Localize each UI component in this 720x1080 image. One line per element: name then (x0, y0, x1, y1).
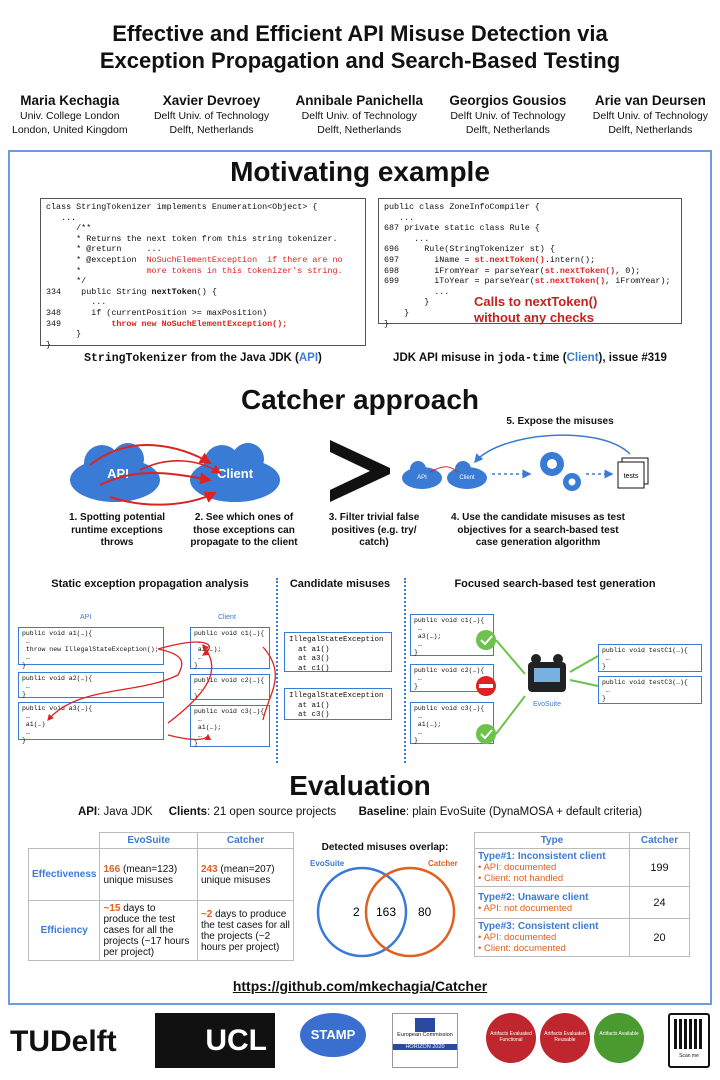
gear-icon (540, 452, 581, 491)
svg-text:EvoSuite: EvoSuite (310, 859, 345, 868)
candidate-misuse-1: IllegalStateException at a1() at a3() at… (284, 632, 392, 673)
check-icon (476, 630, 496, 650)
svg-text:Client: Client (459, 475, 475, 481)
motivating-heading: Motivating example (230, 156, 490, 187)
github-link[interactable]: https://github.com/mkechagia/Catcher (232, 978, 488, 994)
code-zone-info-compiler: public class ZoneInfoCompiler { ... 687 … (378, 198, 682, 329)
step-2-label: 2. See which ones of those exceptions ca… (190, 512, 298, 548)
code-string-tokenizer: class StringTokenizer implements Enumera… (40, 198, 366, 350)
ucl-logo: UCL (155, 1013, 275, 1068)
poster-title: Effective and Efficient API Misuse Detec… (99, 21, 621, 73)
check-icon (476, 724, 496, 744)
api-method-a2: public void a2(…){ … } (18, 672, 164, 698)
pipeline-diagram: API Client tests (402, 434, 649, 491)
venn-diagram: EvoSuite Catcher 2 163 80 (310, 859, 458, 958)
generated-test-c1: public void testC1(…){ … } (598, 644, 702, 672)
svg-text:API: API (417, 475, 427, 481)
api-cloud (70, 443, 160, 502)
qr-pattern-icon (674, 1019, 704, 1049)
qr-code[interactable]: Scan me (668, 1013, 710, 1068)
misuse-type-row: Type#1: Inconsistent client• API: docume… (474, 848, 690, 887)
propagation-arrows (47, 641, 276, 741)
sbst-flow: EvoSuite (476, 630, 599, 744)
callout-no-checks: Calls to nextToken() without any checks (474, 294, 598, 325)
badge-reusable: Artifacts Evaluated Reusable (540, 1013, 592, 1068)
code-left-caption: StringTokenizer from the Java JDK (API) (84, 352, 322, 365)
eu-logo: European Commission HORIZON 2020 (392, 1013, 458, 1068)
client-method-c2: public void c2(…){ … } (190, 674, 270, 700)
step-1-label: 1. Spotting potential runtime exceptions… (68, 512, 166, 548)
misuse-type-row: Type#3: Consistent client• API: document… (474, 918, 690, 957)
client-column-label: Client (218, 614, 236, 621)
svg-text:Client: Client (217, 466, 254, 481)
tests-icon (617, 457, 649, 489)
sbst-method-c3: public void c3(…){ … a1(…); … } (410, 702, 494, 744)
api-column-label: API (80, 614, 92, 621)
svg-text:80: 80 (418, 905, 432, 919)
evaluation-setup: API: Java JDK Clients: 21 open source pr… (77, 806, 643, 818)
sbst-method-c1: public void c1(…){ … a3(…); … } (410, 614, 494, 656)
step-3-label: 3. Filter trivial false positives (e.g. … (328, 512, 420, 548)
eu-flag-icon (415, 1018, 435, 1032)
step-4-label: 4. Use the candidate misuses as test obj… (451, 512, 625, 548)
candidate-misuses-heading: Candidate misuses (289, 578, 391, 590)
svg-text:EvoSuite: EvoSuite (533, 701, 561, 708)
svg-text:163: 163 (376, 905, 396, 919)
tudelft-logo: TUDelft (10, 1025, 117, 1058)
filter-funnel-icon (330, 440, 390, 502)
svg-text:Catcher: Catcher (428, 859, 458, 868)
divider (276, 578, 278, 763)
api-method-a3: public void a3(…){ … a1(…) … } (18, 702, 164, 744)
api-method-a1: public void a1(…){ … throw new IllegalSt… (18, 627, 164, 669)
poster-frame (8, 150, 712, 1005)
badge-available: Artifacts Available (594, 1013, 646, 1068)
step-5-label: 5. Expose the misuses (506, 416, 614, 427)
evaluation-heading: Evaluation (289, 770, 431, 801)
static-analysis-heading: Static exception propagation analysis (51, 578, 249, 590)
evosuite-logo (528, 654, 566, 692)
client-method-c3: public void c3(…){ … a1(…); … } (190, 705, 270, 747)
catcher-heading: Catcher approach (240, 384, 480, 415)
badge-functional: Artifacts Evaluated Functional (486, 1013, 538, 1068)
generated-test-c3: public void testC3(…){ … } (598, 676, 702, 704)
api-client-clouds: API Client (70, 443, 280, 506)
svg-text:2: 2 (353, 905, 360, 919)
svg-text:tests: tests (624, 473, 639, 480)
candidate-misuse-2: IllegalStateException at a1() at c3() (284, 688, 392, 720)
stamp-logo: STAMP (300, 1013, 372, 1068)
code-right-caption: JDK API misuse in joda-time (Client), is… (393, 352, 667, 365)
misuse-type-row: Type#2: Unaware client• API: not documen… (474, 886, 690, 919)
focused-sbst-heading: Focused search-based test generation (454, 578, 656, 590)
venn-title: Detected misuses overlap: (321, 842, 449, 853)
divider (404, 578, 406, 763)
